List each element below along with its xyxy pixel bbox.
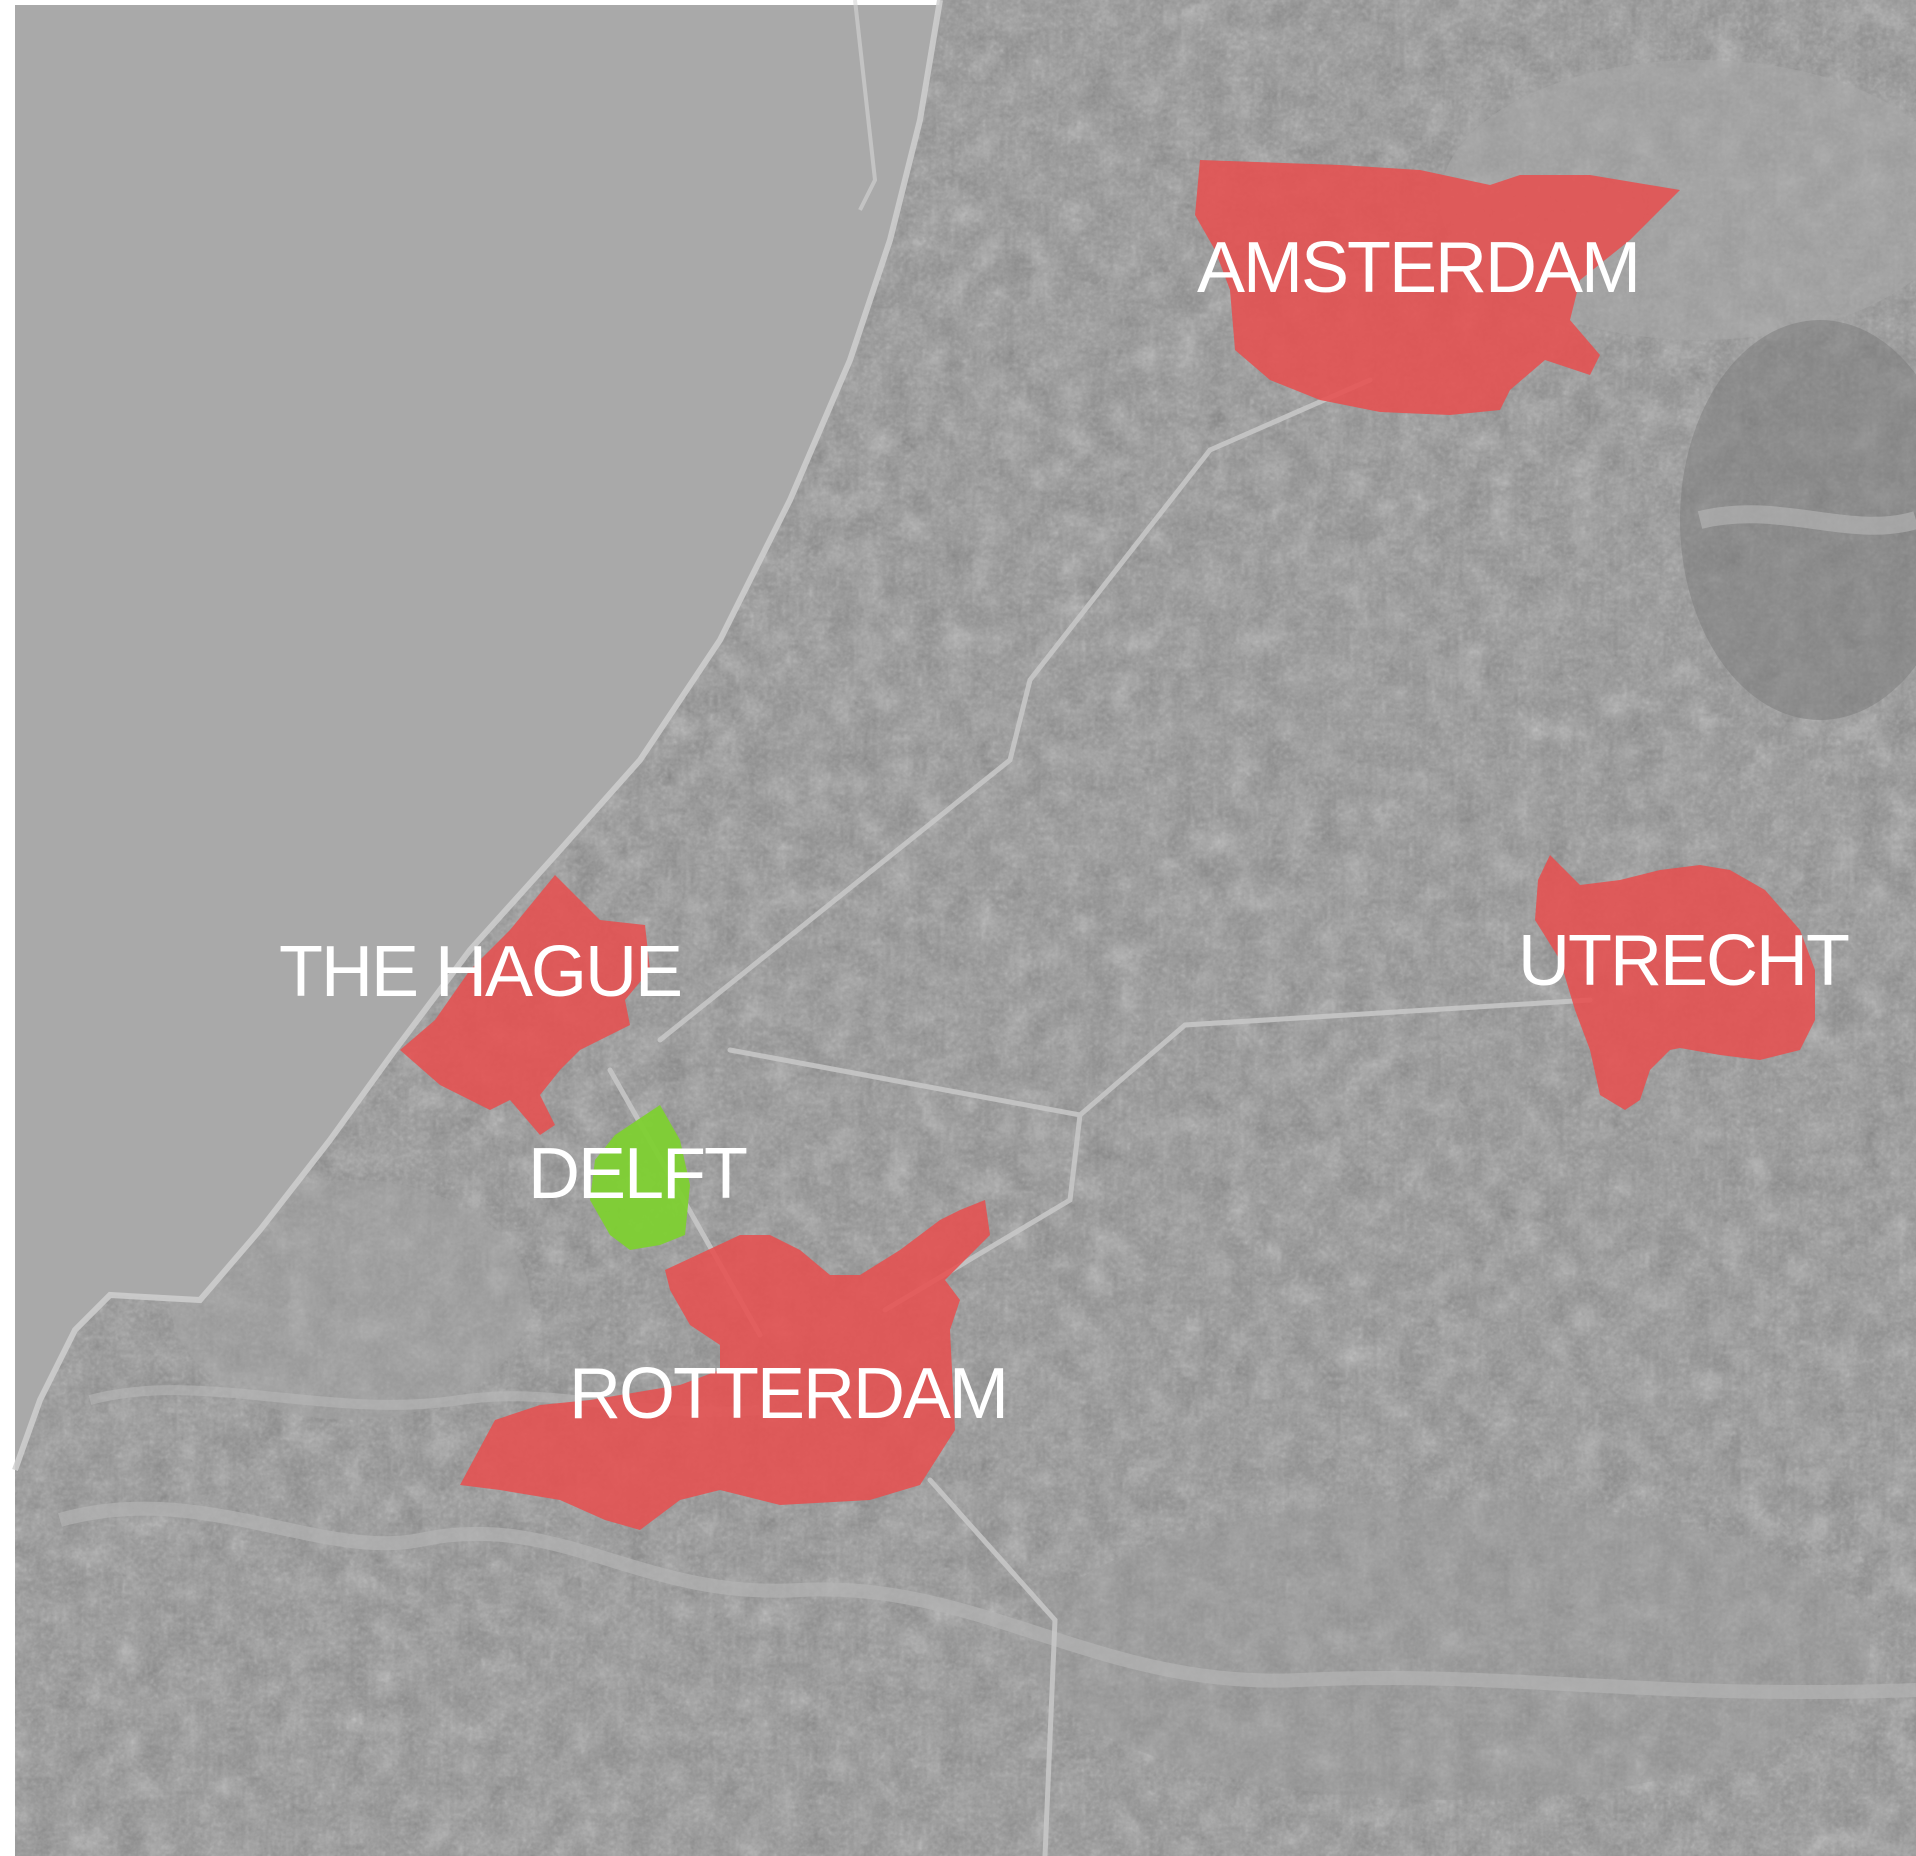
city-label-utrecht: UTRECHT (1518, 921, 1849, 1001)
river (1697, 505, 1916, 535)
river (58, 1501, 1916, 1700)
city-label-the-hague: THE HAGUE (279, 932, 681, 1012)
coastline (12, 0, 943, 1472)
city-area-the-hague (400, 875, 650, 1135)
city-label-amsterdam: AMSTERDAM (1197, 228, 1639, 308)
city-area-rotterdam (460, 1200, 990, 1530)
connection-line (927, 1477, 1058, 1856)
city-areas (400, 160, 1815, 1530)
connection-line (657, 377, 1373, 1043)
city-area-delft (590, 1105, 690, 1250)
city-area-utrecht (1535, 855, 1815, 1110)
connection-line (727, 997, 1593, 1118)
city-area-amsterdam (1195, 160, 1680, 415)
city-labels: AMSTERDAM THE HAGUE DELFT ROTTERDAM UTRE… (279, 228, 1851, 1434)
city-label-rotterdam: ROTTERDAM (569, 1354, 1007, 1434)
city-label-delft: DELFT (528, 1134, 747, 1214)
